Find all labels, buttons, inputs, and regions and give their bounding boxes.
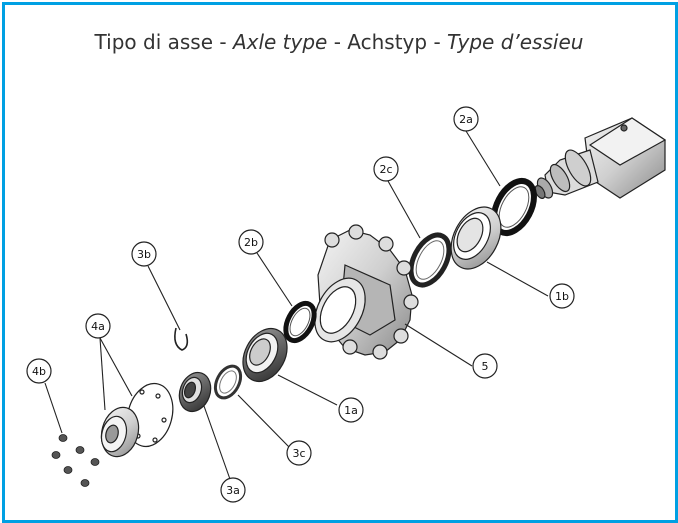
callout-2c: 2c [373,156,399,182]
ring-2c [408,232,452,288]
callout-2b-label: 2b [244,236,258,249]
leader-lines [44,130,549,483]
callout-3a-label: 3a [226,484,240,497]
callout-4a: 4a [85,313,111,339]
callout-5-label: 5 [482,360,489,373]
bearing-1a [242,327,288,383]
callout-3c-label: 3c [292,447,305,460]
callout-5: 5 [472,353,498,379]
ring-2b [283,300,317,344]
callout-3a: 3a [220,477,246,503]
title-part-it: Tipo di asse - [94,30,233,54]
callout-2a-label: 2a [459,113,473,126]
title-part-de: - Achstyp - [327,30,448,54]
callout-2c-label: 2c [379,163,392,176]
hub-cap-4a [100,382,174,458]
axle-spindle [534,117,667,199]
callout-1a: 1a [338,397,364,423]
seal-ring-2a [491,178,537,236]
callout-2b: 2b [238,229,264,255]
bearing-1b [450,206,502,270]
callout-1a-label: 1a [344,404,358,417]
washer-3c [213,364,243,400]
callout-1b-label: 1b [555,290,569,303]
title-part-fr: Type d’essieu [447,30,584,54]
callout-3b-label: 3b [137,248,151,261]
callout-4a-label: 4a [91,320,105,333]
callout-4b: 4b [26,358,52,384]
callout-4b-label: 4b [32,365,46,378]
page-title: Tipo di asse - Axle type - Achstyp - Typ… [0,30,678,54]
castle-nut-3a [178,371,212,413]
screws-4b [51,434,100,487]
callout-2a: 2a [453,106,479,132]
callout-1b: 1b [549,283,575,309]
callout-3b: 3b [131,241,157,267]
callouts: 2a 2c 2b 3b 4a 4b 1b 5 [26,106,575,503]
clip-3b [174,327,189,351]
title-part-en: Axle type [232,30,328,54]
hub-5 [314,224,419,360]
callout-3c: 3c [286,440,312,466]
